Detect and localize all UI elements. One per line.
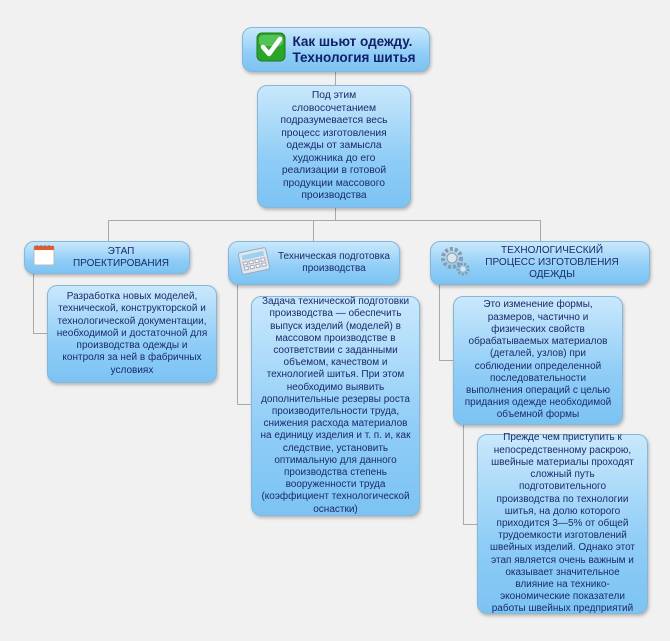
checkmark-icon <box>256 32 286 66</box>
detail-text: Задача технической подготовки производст… <box>260 296 411 515</box>
branch-header-tech-prep[interactable]: Техническая подготовка производства <box>228 241 400 285</box>
connector <box>335 208 336 220</box>
connector <box>335 72 336 85</box>
root-title-line2: Технология шитья <box>292 49 416 65</box>
branch-header-design[interactable]: ЭТАП ПРОЕКТИРОВАНИЯ <box>24 241 190 274</box>
connector <box>540 220 541 241</box>
calendar-icon <box>33 244 55 270</box>
connector <box>313 220 314 241</box>
intro-node[interactable]: Под этим словосочетанием подразумевается… <box>257 85 411 208</box>
connector <box>237 285 238 405</box>
gears-icon <box>439 245 471 281</box>
connector <box>439 285 440 361</box>
connector <box>33 274 34 334</box>
connector <box>108 220 541 221</box>
connector <box>463 524 477 525</box>
connector <box>108 220 109 241</box>
branch-header-process[interactable]: ТЕХНОЛОГИЧЕСКИЙ ПРОЦЕСС ИЗГОТОВЛЕНИЯ ОДЕ… <box>430 241 650 285</box>
connector <box>463 425 464 525</box>
detail-node[interactable]: Прежде чем приступить к непосредственном… <box>477 432 648 615</box>
connector <box>33 333 47 334</box>
detail-text: Прежде чем приступить к непосредственном… <box>489 432 635 615</box>
detail-text: Разработка новых моделей, технической, к… <box>56 291 208 376</box>
connector <box>439 360 453 361</box>
calculator-icon <box>237 246 271 280</box>
root-title-line1: Как шьют одежду. <box>292 33 413 49</box>
root-node[interactable]: Как шьют одежду. Технология шитья <box>242 27 430 72</box>
branch-title: Техническая подготовка производства <box>278 251 390 274</box>
branch-title: ТЕХНОЛОГИЧЕСКИЙ ПРОЦЕСС ИЗГОТОВЛЕНИЯ ОДЕ… <box>485 245 619 280</box>
detail-text: Это изменение формы, размеров, частично … <box>464 299 612 421</box>
intro-text: Под этим словосочетанием подразумевается… <box>280 90 388 202</box>
detail-node[interactable]: Это изменение формы, размеров, частично … <box>453 296 623 425</box>
detail-node[interactable]: Задача технической подготовки производст… <box>251 296 420 516</box>
connector <box>237 404 251 405</box>
branch-title: ЭТАП ПРОЕКТИРОВАНИЯ <box>72 245 170 269</box>
detail-node[interactable]: Разработка новых моделей, технической, к… <box>47 285 217 383</box>
